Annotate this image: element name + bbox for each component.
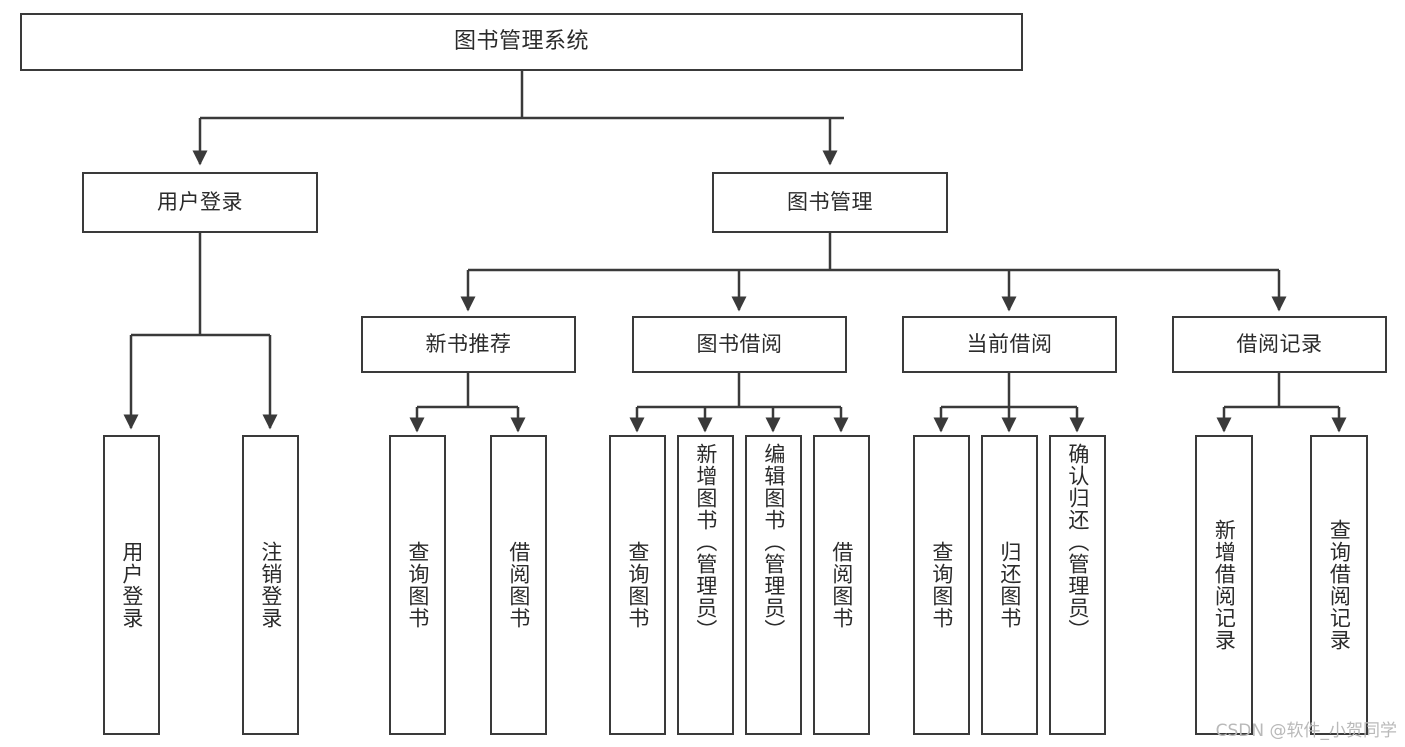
node-new-book-recommend[interactable]: 新书推荐 <box>361 316 576 373</box>
leaf-add-book-admin[interactable]: 新增图书（管理员） <box>677 435 734 735</box>
leaf-user-logout[interactable]: 注销登录 <box>242 435 299 735</box>
leaf-query-book-borrow[interactable]: 查询图书 <box>609 435 666 735</box>
node-book-management[interactable]: 图书管理 <box>712 172 948 233</box>
node-label: 当前借阅 <box>966 331 1053 356</box>
leaf-label: 查询图书 <box>405 541 430 629</box>
node-label: 用户登录 <box>157 189 243 214</box>
leaf-query-book-recommend[interactable]: 查询图书 <box>389 435 446 735</box>
leaf-label: 查询图书 <box>929 541 954 629</box>
node-label: 借阅记录 <box>1236 331 1323 356</box>
leaf-label: 新增图书（管理员） <box>693 443 718 641</box>
leaf-label: 新增借阅记录 <box>1212 519 1237 651</box>
leaf-label: 编辑图书（管理员） <box>761 443 786 641</box>
node-current-borrow[interactable]: 当前借阅 <box>902 316 1117 373</box>
leaf-label: 查询图书 <box>625 541 650 629</box>
node-label: 图书管理系统 <box>453 28 589 54</box>
leaf-return-book[interactable]: 归还图书 <box>981 435 1038 735</box>
leaf-label: 归还图书 <box>997 541 1022 629</box>
node-user-login[interactable]: 用户登录 <box>82 172 318 233</box>
node-label: 新书推荐 <box>425 331 512 356</box>
leaf-query-borrow-record[interactable]: 查询借阅记录 <box>1310 435 1368 735</box>
csdn-watermark: CSDN @软件_小贺同学 <box>1215 721 1397 741</box>
leaf-edit-book-admin[interactable]: 编辑图书（管理员） <box>745 435 802 735</box>
leaf-label: 查询借阅记录 <box>1327 519 1352 651</box>
node-root-system[interactable]: 图书管理系统 <box>20 13 1023 71</box>
node-borrow-record[interactable]: 借阅记录 <box>1172 316 1387 373</box>
leaf-label: 确认归还（管理员） <box>1065 443 1090 641</box>
leaf-label: 借阅图书 <box>829 541 854 629</box>
leaf-label: 用户登录 <box>119 541 144 629</box>
leaf-add-borrow-record[interactable]: 新增借阅记录 <box>1195 435 1253 735</box>
leaf-query-book-current[interactable]: 查询图书 <box>913 435 970 735</box>
leaf-borrow-book-recommend[interactable]: 借阅图书 <box>490 435 547 735</box>
leaf-confirm-return-admin[interactable]: 确认归还（管理员） <box>1049 435 1106 735</box>
leaf-label: 借阅图书 <box>506 541 531 629</box>
node-book-borrow[interactable]: 图书借阅 <box>632 316 847 373</box>
node-label: 图书管理 <box>787 189 873 214</box>
leaf-borrow-book[interactable]: 借阅图书 <box>813 435 870 735</box>
node-label: 图书借阅 <box>696 331 783 356</box>
leaf-user-login[interactable]: 用户登录 <box>103 435 160 735</box>
leaf-label: 注销登录 <box>258 541 283 629</box>
